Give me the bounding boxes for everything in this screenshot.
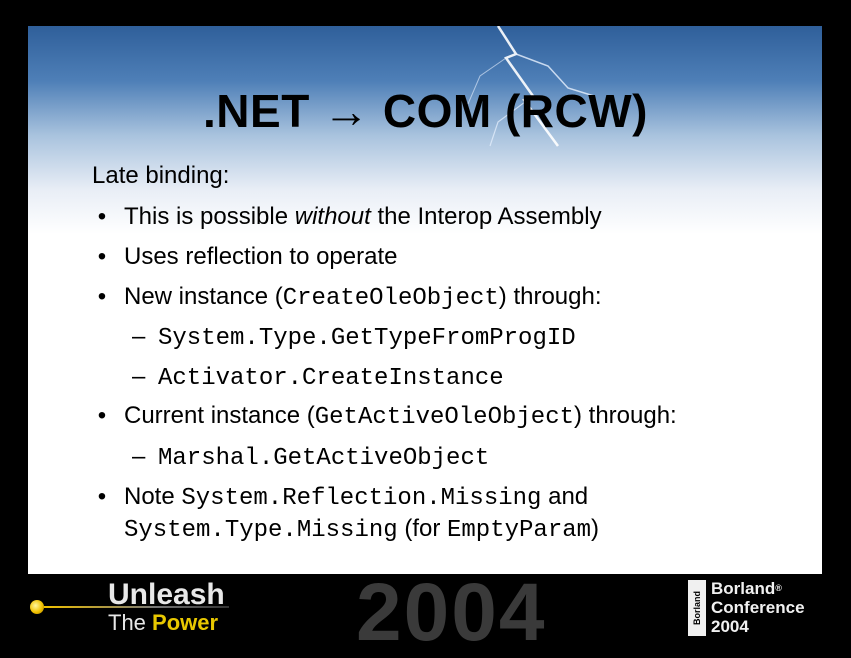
dash-icon: –	[132, 363, 146, 390]
lightning-graphic	[467, 26, 595, 147]
code-text: GetActiveOleObject	[314, 404, 574, 431]
sub-item: –System.Type.GetTypeFromProgID	[132, 323, 576, 352]
code-text: EmptyParam	[447, 517, 592, 544]
bullet-icon: •	[97, 243, 107, 270]
code-text: System.Reflection.Missing	[181, 485, 542, 512]
dash-icon: –	[132, 323, 146, 350]
borland-logo-icon: Borland	[688, 580, 706, 636]
dash-icon: –	[132, 443, 146, 470]
bullet-icon: •	[97, 483, 107, 510]
slide-title: .NET → COM (RCW)	[203, 85, 648, 137]
code-text: System.Type.GetTypeFromProgID	[158, 325, 576, 352]
sub-item: –Activator.CreateInstance	[132, 363, 504, 392]
conference-logo-text: Borland® Conference 2004	[711, 579, 805, 636]
unleash-logo-text: Unleash	[108, 578, 225, 611]
the-power-logo-text: The Power	[108, 610, 219, 635]
bullet-icon: •	[97, 283, 107, 310]
bullet-icon: •	[97, 203, 107, 230]
bullet-icon: •	[97, 402, 107, 429]
emphasis-text: without	[294, 203, 371, 230]
code-text: Activator.CreateInstance	[158, 365, 504, 392]
slide-panel	[28, 26, 822, 574]
footer-divider	[44, 606, 229, 608]
sub-item: –Marshal.GetActiveObject	[132, 443, 489, 472]
code-text: Marshal.GetActiveObject	[158, 445, 490, 472]
code-text: System.Type.Missing	[124, 517, 398, 544]
year-watermark: 2004	[356, 567, 547, 658]
code-text: CreateOleObject	[282, 285, 499, 312]
slide: .NET → COM (RCW) Late binding: • This is…	[28, 26, 822, 654]
yellow-dot-icon	[30, 600, 44, 614]
intro-line: Late binding:	[92, 162, 230, 189]
